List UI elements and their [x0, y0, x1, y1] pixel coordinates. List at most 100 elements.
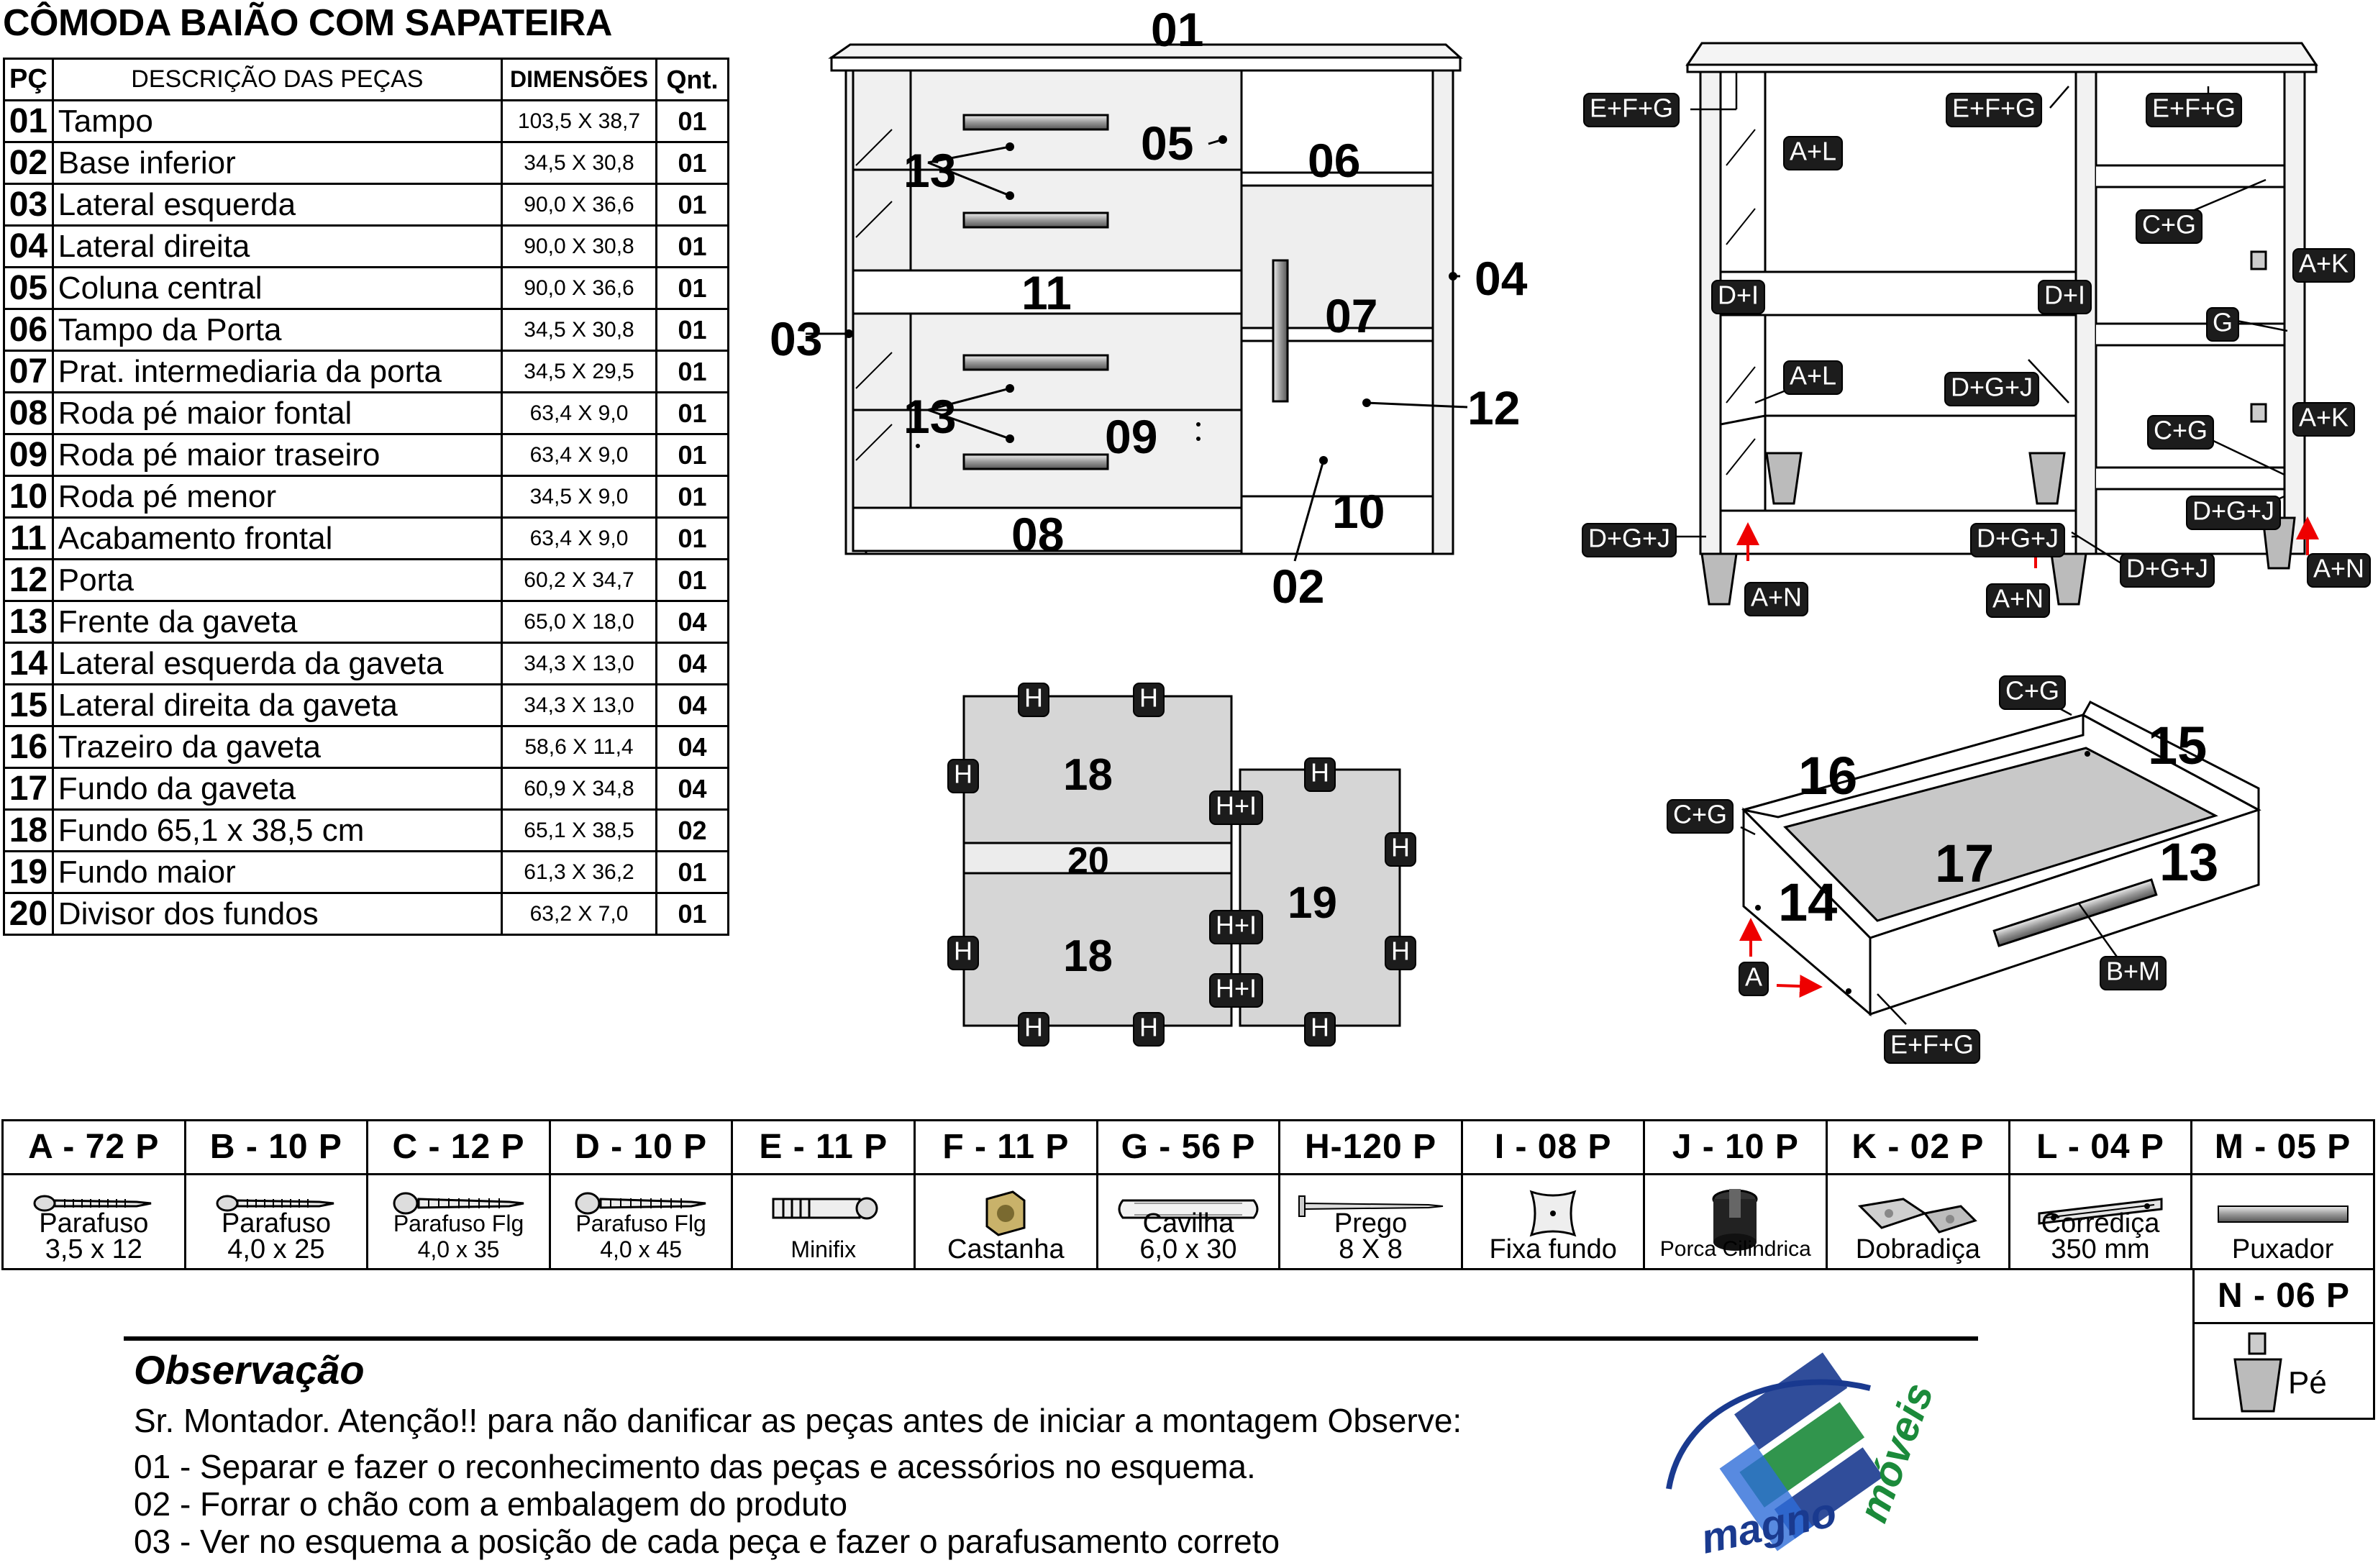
tag-dgj5-text: D+G+J [2126, 553, 2208, 583]
tag-panel-4: H [1304, 757, 1336, 792]
tag-g: G [2206, 307, 2240, 342]
tag-drawer-bm: B+M [2100, 956, 2167, 990]
hardware-code: M - 05 P [2192, 1121, 2373, 1175]
tag-dgj2: D+G+J [2186, 496, 2282, 530]
header-desc: DESCRIÇÃO DAS PEÇAS [51, 58, 504, 101]
part-number: 11 [3, 516, 54, 560]
hardware-code: K - 02 P [1828, 1121, 2008, 1175]
part-quantity: 01 [655, 558, 729, 602]
part-dimensions: 63,4 X 9,0 [501, 433, 657, 477]
hardware-icon-wrap [569, 1185, 713, 1226]
tag-g-text: G [2213, 307, 2233, 337]
tag-dgj2-text: D+G+J [2192, 496, 2274, 525]
hardware-code: H-120 P [1280, 1121, 1461, 1175]
part-number: 18 [3, 808, 54, 852]
part-quantity: 01 [655, 99, 729, 143]
part-quantity: 01 [655, 266, 729, 310]
observacao-item: 02 - Forrar o chão com a embalagem do pr… [134, 1485, 848, 1523]
hardware-code: F - 11 P [916, 1121, 1096, 1175]
tag-panel-11-text: H [1139, 1012, 1158, 1041]
part-dimensions: 34,5 X 9,0 [501, 475, 657, 519]
tag-panel-11: H [1133, 1012, 1165, 1047]
part-quantity: 01 [655, 892, 729, 936]
part-number: 20 [3, 892, 54, 936]
tag-panel-10: H [1018, 1012, 1049, 1047]
part-number: 16 [3, 725, 54, 769]
front-view-labels: 01 03 04 05 06 07 08 09 10 11 12 13 13 0… [770, 3, 1528, 613]
part-quantity: 02 [655, 808, 729, 852]
hardware-name-n: Pé [2288, 1365, 2327, 1400]
part-quantity: 04 [655, 767, 729, 811]
header-qnt: Qnt. [655, 58, 729, 101]
hardware-cell: L - 04 P Corrediça 350 mm [2010, 1121, 2193, 1268]
tag-panel-12: H [1304, 1012, 1336, 1047]
part-dimensions: 60,2 X 34,7 [501, 558, 657, 602]
tag-ak1-text: A+K [2299, 248, 2349, 278]
hardware-icon-wrap [1524, 1185, 1582, 1246]
part-number: 19 [3, 850, 54, 894]
hardware-code: J - 10 P [1645, 1121, 1826, 1175]
part-dimensions: 60,9 X 34,8 [501, 767, 657, 811]
label-08: 08 [1011, 508, 1064, 561]
tag-panel-8: H+I [1209, 973, 1264, 1008]
tag-panel-7-text: H [1391, 936, 1410, 965]
tag-drawer-cg2-text: C+G [1673, 799, 1727, 829]
part-quantity: 01 [655, 433, 729, 477]
tag-an1-text: A+N [1751, 582, 1802, 611]
part-description: Roda pé maior traseiro [51, 433, 504, 477]
back-panels-diagram [962, 695, 1401, 1027]
part-description: Lateral direita da gaveta [51, 683, 504, 727]
hardware-name: Corrediça 350 mm [2041, 1208, 2160, 1264]
hardware-icon-wrap [1703, 1185, 1768, 1257]
part-quantity: 01 [655, 516, 729, 560]
drawer-labels: 13 14 15 16 17 [1778, 716, 2218, 932]
tag-drawer-efg-text: E+F+G [1890, 1029, 1974, 1059]
label-16: 16 [1798, 746, 1857, 806]
hardware-code: I - 08 P [1462, 1121, 1644, 1175]
tag-panel-10-text: H [1024, 1012, 1043, 1041]
screw-icon [33, 1195, 152, 1212]
header-pc: PÇ [3, 58, 54, 101]
label-20: 20 [1067, 840, 1109, 882]
minifix-icon [772, 1197, 878, 1220]
tag-panel-5-text: H [1391, 832, 1410, 862]
tag-di1-text: D+I [1718, 280, 1759, 309]
part-dimensions: 103,5 X 38,7 [501, 99, 657, 143]
assembly-diagrams: 01 03 04 05 06 07 08 09 10 11 12 13 13 0… [770, 3, 2372, 1064]
part-description: Lateral esquerda da gaveta [51, 642, 504, 685]
observacao-title: Observação [134, 1347, 365, 1392]
tag-panel-0: H [1018, 683, 1049, 717]
part-dimensions: 90,0 X 30,8 [501, 224, 657, 268]
tag-panel-0-text: H [1024, 683, 1043, 712]
part-description: Lateral esquerda [51, 183, 504, 227]
tag-di1: D+I [1711, 280, 1766, 314]
part-number: 08 [3, 391, 54, 435]
tag-di2: D+I [2038, 280, 2092, 314]
tag-cg1-text: C+G [2142, 209, 2196, 239]
hardware-code: C - 12 P [368, 1121, 549, 1175]
part-dimensions: 65,1 X 38,5 [501, 808, 657, 852]
part-description: Fundo da gaveta [51, 767, 504, 811]
observacao-intro: Sr. Montador. Atenção!! para não danific… [134, 1402, 1462, 1439]
tag-efg2: E+F+G [1946, 93, 2043, 127]
part-number: 13 [3, 600, 54, 644]
hardware-code: L - 04 P [2010, 1121, 2191, 1175]
tag-panel-5: H [1385, 832, 1416, 867]
part-description: Lateral direita [51, 224, 504, 268]
label-10: 10 [1332, 485, 1385, 538]
part-number: 10 [3, 475, 54, 519]
part-quantity: 04 [655, 600, 729, 644]
hardware-icon-wrap [387, 1185, 531, 1226]
observacao-item: 01 - Separar e fazer o reconhecimento da… [134, 1448, 1256, 1485]
